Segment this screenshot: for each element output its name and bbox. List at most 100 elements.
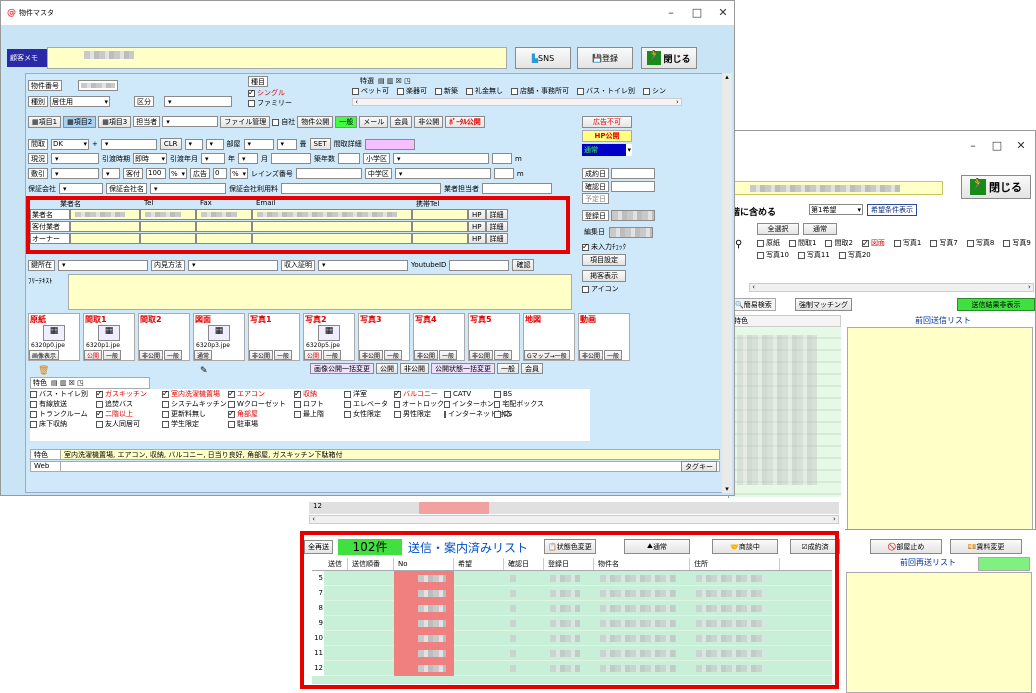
madori-detail-field[interactable] bbox=[364, 138, 415, 150]
mitokei-check[interactable]: 未入力ﾁｪｯｸ bbox=[582, 242, 672, 252]
feature-check[interactable]: 最上階 bbox=[294, 409, 344, 419]
reins-field[interactable] bbox=[295, 168, 362, 179]
feature-check[interactable]: 男性限定 bbox=[394, 409, 444, 419]
room-select[interactable] bbox=[243, 138, 274, 150]
checkbox[interactable] bbox=[757, 251, 764, 259]
henshu-field[interactable] bbox=[609, 227, 653, 238]
photo-pub-button[interactable]: 通常 bbox=[194, 350, 213, 360]
table-row[interactable]: 9 bbox=[312, 615, 832, 631]
photo-pub-button[interactable]: 一般 bbox=[164, 350, 183, 360]
checkbox[interactable] bbox=[162, 410, 169, 418]
income-select[interactable] bbox=[318, 259, 408, 271]
photo-pub-button[interactable]: 一般 bbox=[384, 350, 403, 360]
checkbox[interactable] bbox=[344, 400, 351, 408]
photo-check-3[interactable]: 図面 bbox=[861, 237, 885, 250]
feature-check[interactable]: 二階以上 bbox=[96, 409, 162, 419]
seiyaku-field[interactable] bbox=[611, 168, 655, 179]
feature-check[interactable]: 有線放送 bbox=[30, 399, 96, 409]
checkbox[interactable] bbox=[30, 420, 37, 428]
feature-check[interactable]: 学生限定 bbox=[162, 419, 228, 429]
mid-school-select[interactable] bbox=[394, 168, 491, 179]
feature-check[interactable]: Wクローゼット bbox=[228, 399, 294, 409]
tokusen-check-3[interactable]: 礼金無し bbox=[466, 86, 503, 96]
status-select[interactable]: 通常▾ bbox=[582, 144, 632, 156]
gyosha-tanto-field[interactable] bbox=[482, 183, 552, 194]
checkbox[interactable] bbox=[294, 410, 301, 418]
agents-cell[interactable] bbox=[70, 209, 140, 220]
main-vscroll[interactable]: ▴▾ bbox=[722, 73, 732, 493]
checkbox[interactable] bbox=[757, 239, 764, 247]
feature-check[interactable]: 女性限定 bbox=[344, 409, 394, 419]
bulk-button[interactable]: 一般 bbox=[497, 363, 519, 374]
agents-cell[interactable] bbox=[70, 233, 140, 244]
location-select[interactable] bbox=[58, 259, 148, 271]
feature-check[interactable]: システムキッチン bbox=[162, 399, 228, 409]
agents-cell[interactable] bbox=[252, 233, 412, 244]
tokusen-scroll[interactable]: ‹› bbox=[352, 98, 682, 106]
bulk-button[interactable]: 画像公開一括変更 bbox=[310, 363, 374, 374]
agents-cell[interactable] bbox=[196, 221, 252, 232]
detail-button[interactable]: 詳細 bbox=[485, 233, 508, 244]
photo-pub-button[interactable]: 非公開 bbox=[139, 350, 164, 360]
close-button[interactable]: 🏃閉じる bbox=[961, 175, 1031, 199]
tab-item1[interactable]: ▦項目1 bbox=[28, 116, 62, 128]
pub-private-button[interactable]: 非公開 bbox=[414, 116, 444, 128]
detail-button[interactable]: 詳細 bbox=[485, 221, 508, 232]
checkbox[interactable] bbox=[930, 239, 938, 247]
photo-pub-button[interactable]: 一般 bbox=[274, 350, 293, 360]
agents-cell[interactable] bbox=[196, 233, 252, 244]
tag-key-button[interactable]: タグキー bbox=[681, 461, 717, 472]
normal-button[interactable]: 通常 bbox=[803, 223, 837, 235]
tokusen-check-2[interactable]: 新築 bbox=[435, 86, 458, 96]
genkyou-select[interactable] bbox=[51, 153, 99, 164]
hosho-select[interactable] bbox=[59, 183, 103, 194]
checkbox[interactable] bbox=[96, 400, 103, 408]
checkbox[interactable] bbox=[466, 87, 473, 95]
checkbox[interactable] bbox=[394, 389, 401, 398]
feature-check[interactable]: 室内洗濯機置場 bbox=[162, 389, 228, 399]
checkbox[interactable] bbox=[838, 251, 846, 259]
madori-extra-select[interactable] bbox=[100, 138, 157, 150]
checkbox[interactable] bbox=[643, 87, 650, 95]
checkbox[interactable] bbox=[893, 239, 901, 247]
feature-check[interactable]: 洋室 bbox=[344, 389, 394, 399]
result-hide-button[interactable]: 送信結果非表示 bbox=[957, 298, 1035, 311]
portal-pub-button[interactable]: ﾎﾟｰﾀﾙ公開 bbox=[445, 116, 485, 128]
clr-select-a[interactable] bbox=[184, 138, 203, 150]
feature-check[interactable]: 駐車場 bbox=[228, 419, 294, 429]
photo-check-6[interactable]: 写真8 bbox=[966, 237, 994, 249]
status-contracted-button[interactable]: ☑成約済 bbox=[790, 539, 840, 554]
search-icon[interactable]: ⚲ bbox=[735, 239, 743, 250]
kyakuzuke-field[interactable]: 100 bbox=[146, 168, 166, 179]
freetext-area[interactable] bbox=[68, 274, 572, 310]
checkbox[interactable] bbox=[30, 410, 37, 418]
feature-check[interactable]: バルコニー bbox=[394, 389, 444, 399]
tanto-select[interactable] bbox=[162, 116, 219, 127]
table-row[interactable]: 5 bbox=[312, 570, 832, 586]
feature-check[interactable]: 収納 bbox=[294, 389, 344, 399]
set-button[interactable]: SET bbox=[309, 138, 331, 150]
checkbox[interactable] bbox=[96, 409, 103, 418]
pub-mail-button[interactable]: メール bbox=[359, 116, 389, 128]
checkbox[interactable] bbox=[162, 389, 169, 398]
bulk-button[interactable]: 会員 bbox=[521, 363, 543, 374]
bulk-button[interactable]: 公開状態一括変更 bbox=[431, 363, 495, 374]
checkbox[interactable] bbox=[825, 239, 833, 247]
tokusen-check-1[interactable]: 楽器可 bbox=[397, 86, 427, 96]
checkbox[interactable] bbox=[494, 400, 501, 408]
keisai-button[interactable]: 掲客表示 bbox=[582, 270, 626, 282]
feature-check[interactable]: 友人同居可 bbox=[96, 419, 162, 429]
feature-check[interactable]: ロフト bbox=[294, 399, 344, 409]
checkbox[interactable] bbox=[352, 87, 359, 95]
checkbox[interactable] bbox=[435, 87, 442, 95]
checkbox[interactable] bbox=[228, 420, 235, 428]
checkbox[interactable] bbox=[394, 410, 401, 418]
checkbox[interactable] bbox=[30, 390, 37, 398]
feature-check[interactable]: インターネット対応 bbox=[444, 409, 511, 419]
icon-check[interactable]: アイコン bbox=[582, 284, 672, 294]
hosho-fee-field[interactable] bbox=[281, 183, 441, 194]
blank-field[interactable] bbox=[271, 153, 311, 164]
mid-school-dist[interactable] bbox=[493, 168, 514, 179]
hp-pub-badge[interactable]: HP公開 bbox=[582, 130, 632, 142]
photo-pub-button[interactable]: 公開 bbox=[304, 350, 323, 360]
